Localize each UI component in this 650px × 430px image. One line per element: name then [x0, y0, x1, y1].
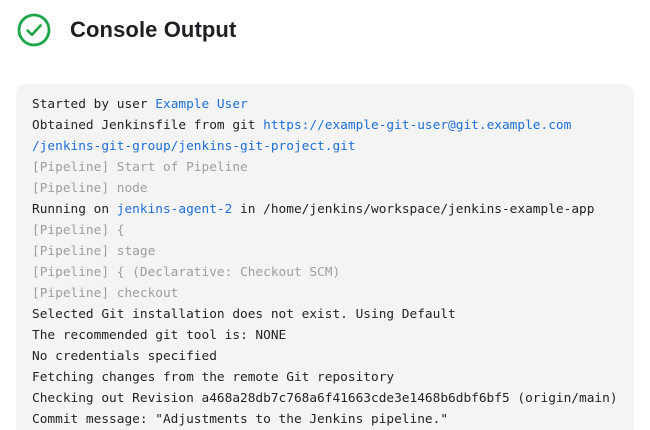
console-line: [Pipeline] Start of Pipeline	[32, 157, 618, 178]
console-line: Checking out Revision a468a28db7c768a6f4…	[32, 388, 618, 409]
console-line: [Pipeline] checkout	[32, 283, 618, 304]
log-text: [Pipeline] {	[32, 223, 125, 238]
log-text: [Pipeline] Start of Pipeline	[32, 160, 248, 175]
check-circle-icon	[17, 13, 51, 47]
console-line: Commit message: "Adjustments to the Jenk…	[32, 409, 618, 430]
console-line: Obtained Jenkinsfile from git https://ex…	[32, 115, 618, 136]
console-line: Selected Git installation does not exist…	[32, 304, 618, 325]
log-link[interactable]: https://example-git-user@git.example.com	[263, 118, 572, 133]
log-text: The recommended git tool is: NONE	[32, 328, 287, 343]
log-text: [Pipeline] { (Declarative: Checkout SCM)	[32, 265, 341, 280]
log-text: Fetching changes from the remote Git rep…	[32, 370, 395, 385]
log-text: Obtained Jenkinsfile from git	[32, 118, 264, 133]
log-text: Selected Git installation does not exist…	[32, 307, 456, 322]
log-link[interactable]: jenkins-agent-2	[116, 202, 233, 217]
page-title: Console Output	[70, 17, 237, 42]
console-line: Running on jenkins-agent-2 in /home/jenk…	[32, 199, 618, 220]
log-text: [Pipeline] stage	[32, 244, 156, 259]
console-line: [Pipeline] { (Declarative: Checkout SCM)	[32, 262, 618, 283]
console-line: Fetching changes from the remote Git rep…	[32, 367, 618, 388]
log-text: No credentials specified	[32, 349, 217, 364]
console-line: [Pipeline] {	[32, 220, 618, 241]
log-text: [Pipeline] checkout	[32, 286, 179, 301]
console-line: [Pipeline] node	[32, 178, 618, 199]
log-text: Checking out Revision a468a28db7c768a6f4…	[32, 391, 618, 406]
console-line: No credentials specified	[32, 346, 618, 367]
log-text: [Pipeline] node	[32, 181, 148, 196]
page-header: Console Output	[0, 0, 650, 47]
log-text: Running on	[32, 202, 117, 217]
log-text: in /home/jenkins/workspace/jenkins-examp…	[232, 202, 595, 217]
console-line: The recommended git tool is: NONE	[32, 325, 618, 346]
console-line: Started by user Example User	[32, 94, 618, 115]
log-link[interactable]: /jenkins-git-group/jenkins-git-project.g…	[32, 139, 356, 154]
console-line: [Pipeline] stage	[32, 241, 618, 262]
log-link[interactable]: Example User	[155, 97, 248, 112]
log-text: Started by user	[32, 97, 156, 112]
console-line: /jenkins-git-group/jenkins-git-project.g…	[32, 136, 618, 157]
log-text: Commit message: "Adjustments to the Jenk…	[32, 412, 449, 427]
